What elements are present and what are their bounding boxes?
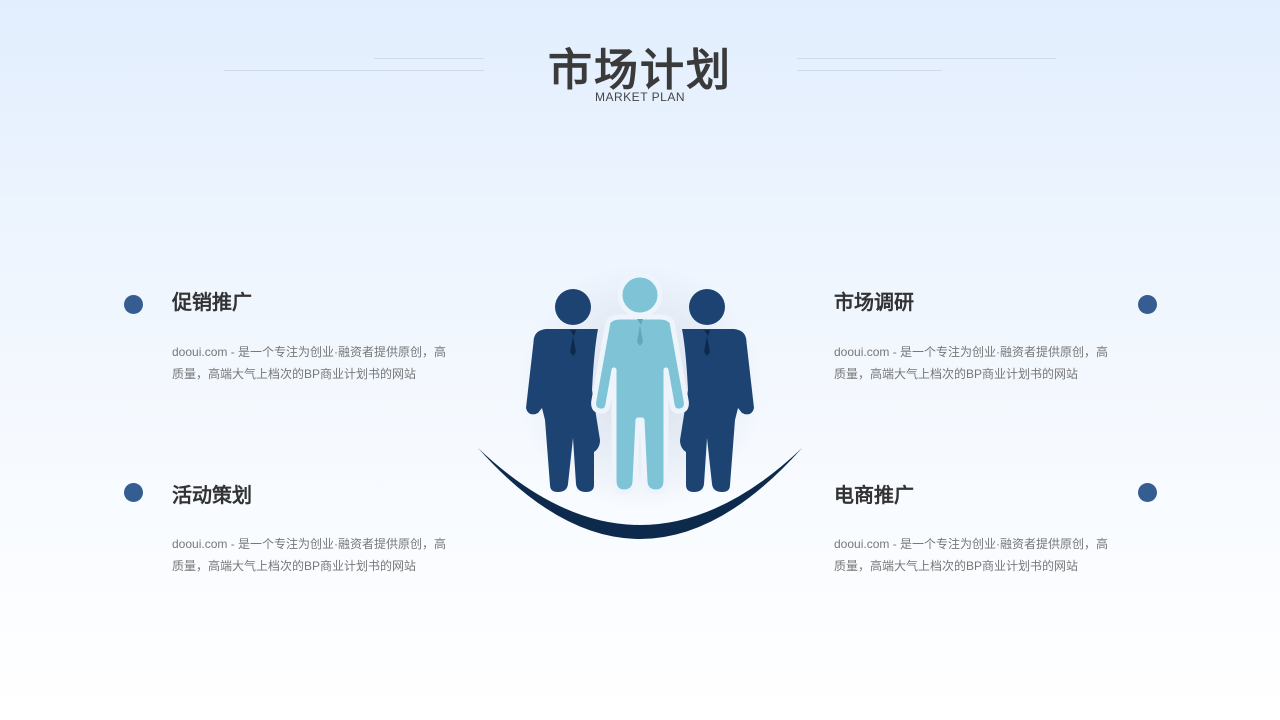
person-left (526, 289, 600, 492)
page-subtitle: MARKET PLAN (595, 90, 685, 104)
header-divider-right-short (797, 70, 942, 71)
person-center (591, 272, 689, 495)
header-divider-left-long (224, 70, 484, 71)
bullet-dot (1138, 483, 1157, 502)
bullet-dot (124, 295, 143, 314)
header-divider-right-long (797, 58, 1056, 59)
arc-base (478, 448, 802, 539)
header-divider-left-short (374, 58, 484, 59)
business-team-icon (478, 272, 802, 539)
bullet-dot (1138, 295, 1157, 314)
item-title-event-planning: 活动策划 (172, 485, 252, 507)
item-desc-event-planning: dooui.com - 是一个专注为创业·融资者提供原创，高质量，高端大气上档次… (172, 537, 447, 573)
tie-left (570, 330, 576, 356)
page-title: 市场计划 (548, 46, 732, 95)
bullet-dot (124, 483, 143, 502)
item-desc-market-research: dooui.com - 是一个专注为创业·融资者提供原创，高质量，高端大气上档次… (834, 345, 1109, 381)
tie-center (637, 319, 643, 346)
item-title-promotion: 促销推广 (172, 292, 252, 314)
item-desc-promotion: dooui.com - 是一个专注为创业·融资者提供原创，高质量，高端大气上档次… (172, 345, 447, 381)
item-title-ecommerce: 电商推广 (834, 485, 914, 507)
tie-right (704, 330, 710, 356)
item-title-market-research: 市场调研 (834, 292, 914, 314)
person-right (680, 289, 754, 492)
item-desc-ecommerce: dooui.com - 是一个专注为创业·融资者提供原创，高质量，高端大气上档次… (834, 537, 1109, 573)
